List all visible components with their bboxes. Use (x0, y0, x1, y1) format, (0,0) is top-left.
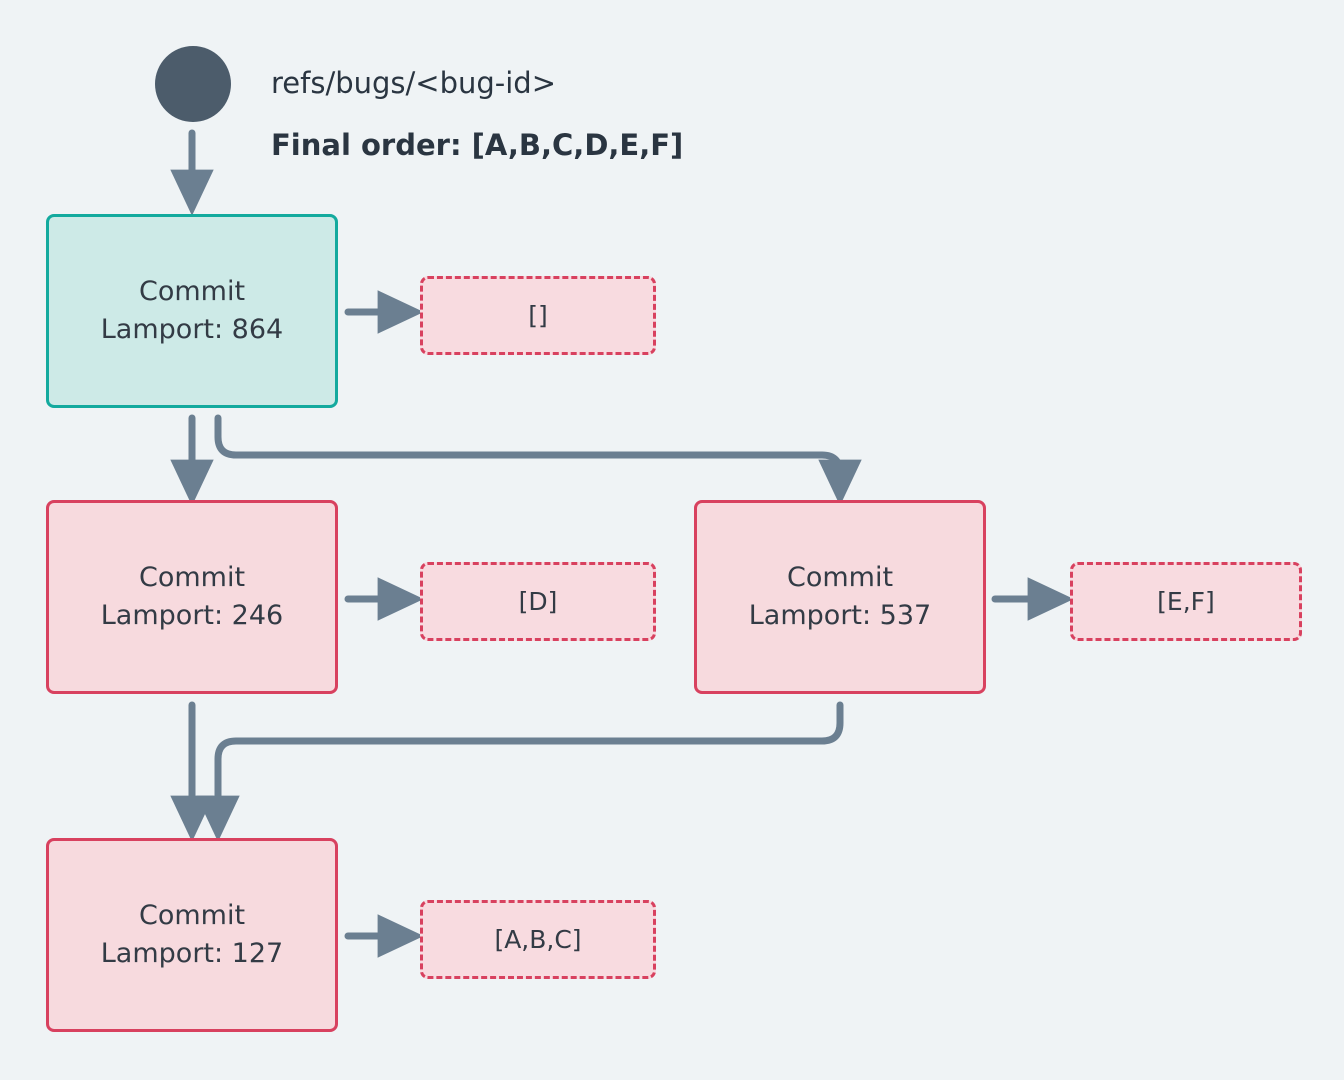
commit-node-246[interactable]: Commit Lamport: 246 (46, 500, 338, 694)
payload-box-537-text: [E,F] (1157, 587, 1215, 616)
commit-node-127-lamport: Lamport: 127 (100, 938, 284, 969)
payload-box-537: [E,F] (1070, 562, 1302, 641)
final-order-label: Final order: [A,B,C,D,E,F] (271, 128, 684, 162)
commit-node-246-title: Commit (138, 561, 246, 593)
commit-node-864-title: Commit (138, 275, 246, 307)
commit-node-864[interactable]: Commit Lamport: 864 (46, 214, 338, 408)
payload-box-864-text: [] (528, 301, 548, 330)
payload-box-246: [D] (420, 562, 656, 641)
edge-537-to-127 (196, 701, 844, 842)
commit-node-864-lamport: Lamport: 864 (100, 314, 284, 345)
filled-circle-icon (155, 46, 231, 122)
commit-node-127-title: Commit (138, 899, 246, 931)
commit-node-537[interactable]: Commit Lamport: 537 (694, 500, 986, 694)
ref-label: refs/bugs/<bug-id> (271, 66, 557, 100)
payload-box-127: [A,B,C] (420, 900, 656, 979)
commit-node-246-lamport: Lamport: 246 (100, 600, 284, 631)
commit-node-127[interactable]: Commit Lamport: 127 (46, 838, 338, 1032)
commit-node-537-lamport: Lamport: 537 (748, 600, 932, 631)
payload-box-127-text: [A,B,C] (494, 925, 582, 954)
payload-box-864: [] (420, 276, 656, 355)
edge-864-to-537 (214, 414, 862, 506)
payload-box-246-text: [D] (518, 587, 558, 616)
commit-node-537-title: Commit (786, 561, 894, 593)
